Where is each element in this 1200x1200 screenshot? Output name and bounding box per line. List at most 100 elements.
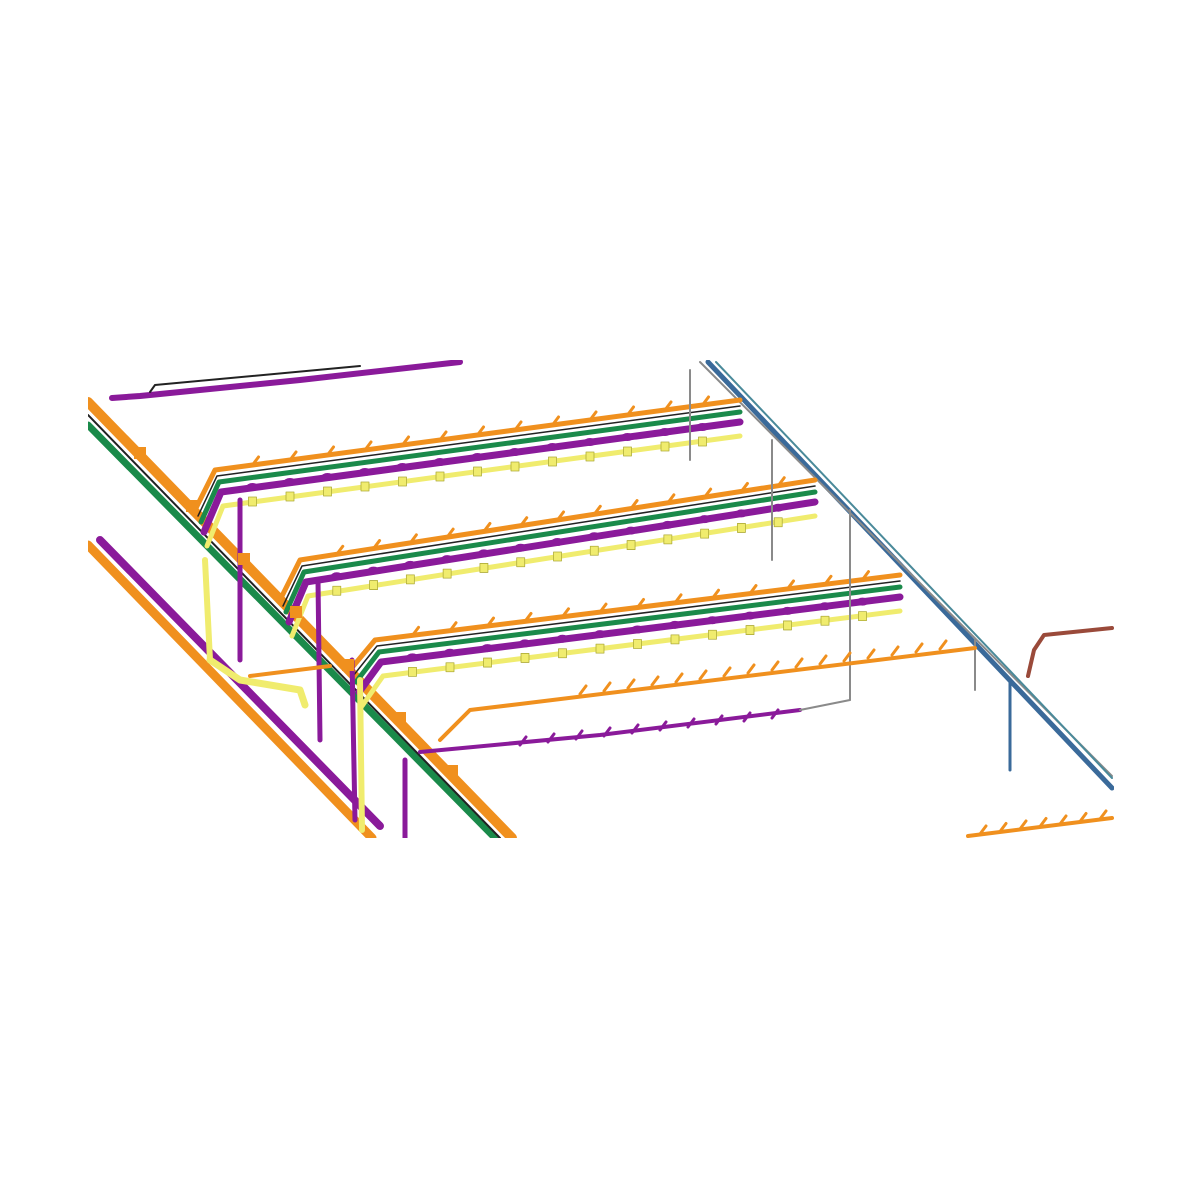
sprinkler-head (626, 405, 635, 417)
pipe-fitting (477, 549, 490, 558)
sprinkler-head (561, 607, 570, 619)
pipe-fitting (442, 568, 452, 579)
main-fitting (186, 500, 198, 512)
pipe-fitting (519, 639, 531, 648)
pipe-fitting (773, 517, 783, 528)
sprinkler-head (823, 574, 833, 586)
pipe-fitting (698, 436, 707, 447)
sprinkler-head (445, 527, 455, 539)
sprinkler-head (1058, 814, 1068, 826)
sprinkler-head (746, 663, 756, 675)
sprinkler-head (703, 487, 713, 499)
main-fitting (446, 765, 458, 777)
pipe-fitting (398, 476, 407, 487)
pipe-fitting (551, 538, 564, 546)
sprinkler-head (486, 616, 495, 628)
sprinkler-head (335, 544, 345, 556)
pipe-fitting (369, 580, 378, 590)
pipe-fitting (553, 551, 562, 562)
pipe-fitting (696, 423, 709, 431)
sprinkler-head (519, 516, 529, 528)
branch-pipe (347, 572, 903, 673)
sprinkler-head (408, 533, 418, 545)
pipe-fitting (698, 515, 711, 524)
pipe-teal-right (715, 361, 1113, 779)
sprinkler-head (722, 666, 732, 678)
sprinkler-head (476, 425, 485, 437)
pipe-fitting (783, 620, 792, 631)
sprinkler-head (482, 521, 492, 533)
pipe-fitting (434, 458, 446, 466)
sprinkler-head (742, 711, 752, 723)
pipe-fitting (441, 555, 454, 564)
sprinkler-head (546, 732, 556, 744)
pipe-orange-lower (88, 540, 377, 838)
pipe-fitting (359, 468, 371, 476)
main-fitting (290, 606, 302, 618)
sprinkler-head (998, 822, 1008, 833)
pipe-fitting (514, 543, 527, 552)
pipe-fitting (670, 634, 680, 645)
pipe-fitting (669, 620, 681, 629)
pipe-fitting (471, 453, 484, 461)
sprinkler-head (1038, 817, 1048, 828)
main-fitting (238, 553, 250, 565)
pipe-fitting (595, 643, 605, 654)
branch-bundle (192, 397, 744, 549)
pipe-fitting (700, 528, 710, 539)
sprinkler-head (978, 824, 988, 836)
sprinkler-head (363, 440, 373, 452)
sprinkler-head (626, 678, 636, 690)
sprinkler-heads (134, 395, 1108, 836)
main-fitting (134, 447, 146, 459)
sprinkler-head (866, 648, 876, 660)
sprinkler-head (288, 450, 298, 462)
pipe-blue-right (705, 360, 1114, 791)
sprinkler-head (523, 611, 533, 623)
pipe-fitting (404, 560, 417, 569)
lower-branches (418, 646, 977, 754)
branch-pipe (355, 593, 904, 696)
branch-pipe (353, 584, 903, 685)
pipe-fitting (584, 438, 596, 446)
branch-pipe (204, 433, 743, 549)
sprinkler-head (551, 415, 560, 427)
branch-pipe (277, 477, 818, 603)
pipe-fitting (858, 611, 867, 622)
pipe-fitting (625, 526, 638, 535)
sprinkler-head (861, 570, 870, 582)
pipe-fitting (323, 486, 332, 497)
branch-pipe (282, 485, 816, 607)
branch-pipe (192, 397, 743, 513)
pipe-fitting (330, 572, 343, 581)
pipe-fitting (588, 532, 601, 541)
pipe-fitting (405, 574, 415, 585)
branch-pipe (283, 489, 818, 615)
sprinkler-head (674, 672, 684, 684)
sprinkler-head (663, 400, 673, 412)
pipe-fitting (626, 540, 636, 550)
pipe-fitting (856, 597, 869, 606)
pipe-fitting (663, 534, 673, 545)
pipe-fitting (659, 428, 671, 436)
pipe-fitting (594, 630, 606, 639)
pipe-fitting (285, 491, 295, 502)
pipe-fitting (772, 503, 785, 512)
sprinkler-head (748, 584, 758, 596)
main-fitting (394, 712, 406, 724)
sprinkler-head (251, 455, 260, 467)
pipe-fitting (556, 634, 569, 643)
branch-pipe (200, 418, 744, 536)
pipe-fitting (735, 509, 748, 518)
branch-pipe (198, 409, 743, 525)
pipe-fitting (367, 566, 380, 575)
pipe-fitting (781, 606, 794, 615)
pipe-fitting (546, 443, 559, 451)
right-diagonal-bundle (699, 360, 1114, 791)
sprinkler-head (698, 669, 708, 681)
sprinkler-head (401, 435, 410, 447)
sprinkler-head (1078, 812, 1088, 823)
pipe-fitting (396, 463, 409, 471)
sprinkler-head (711, 588, 720, 600)
